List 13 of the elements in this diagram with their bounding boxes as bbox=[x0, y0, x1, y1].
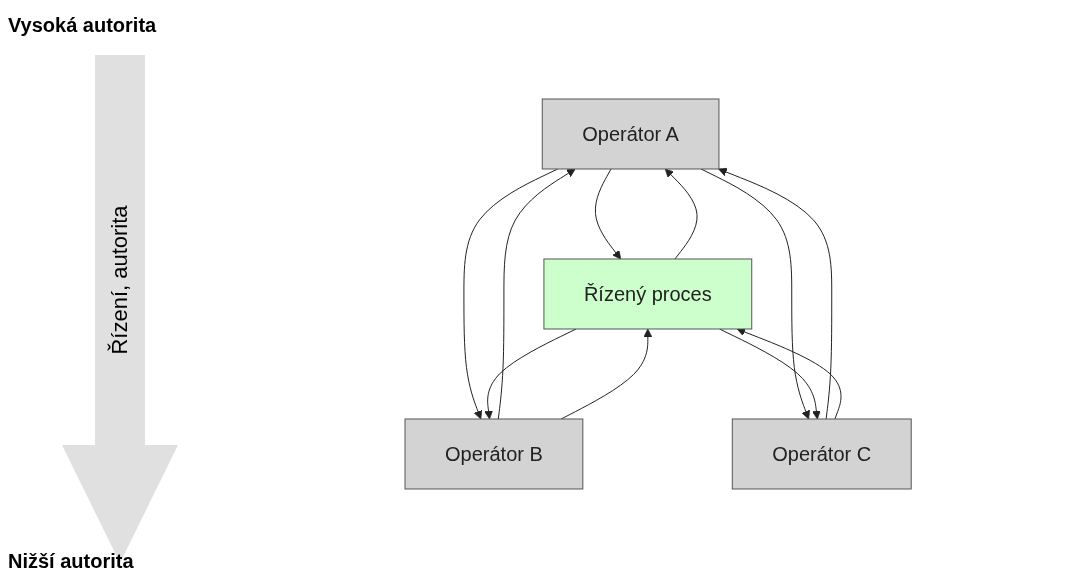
arrow-label: Řízení, autorita bbox=[107, 205, 133, 355]
arrow bbox=[594, 168, 621, 260]
arrow bbox=[497, 168, 576, 420]
level-label: Nižší autorita bbox=[8, 550, 134, 573]
arrow bbox=[484, 328, 577, 420]
level-label: Vysoká autorita bbox=[8, 14, 157, 37]
arrow bbox=[718, 167, 833, 420]
arrow bbox=[664, 168, 698, 260]
node-box: Operátor C bbox=[731, 418, 912, 490]
node-box: Operátor B bbox=[404, 418, 584, 490]
node-box: Operátor A bbox=[541, 98, 720, 170]
node-box: Řízený proces bbox=[543, 258, 753, 330]
arrow bbox=[736, 327, 842, 420]
